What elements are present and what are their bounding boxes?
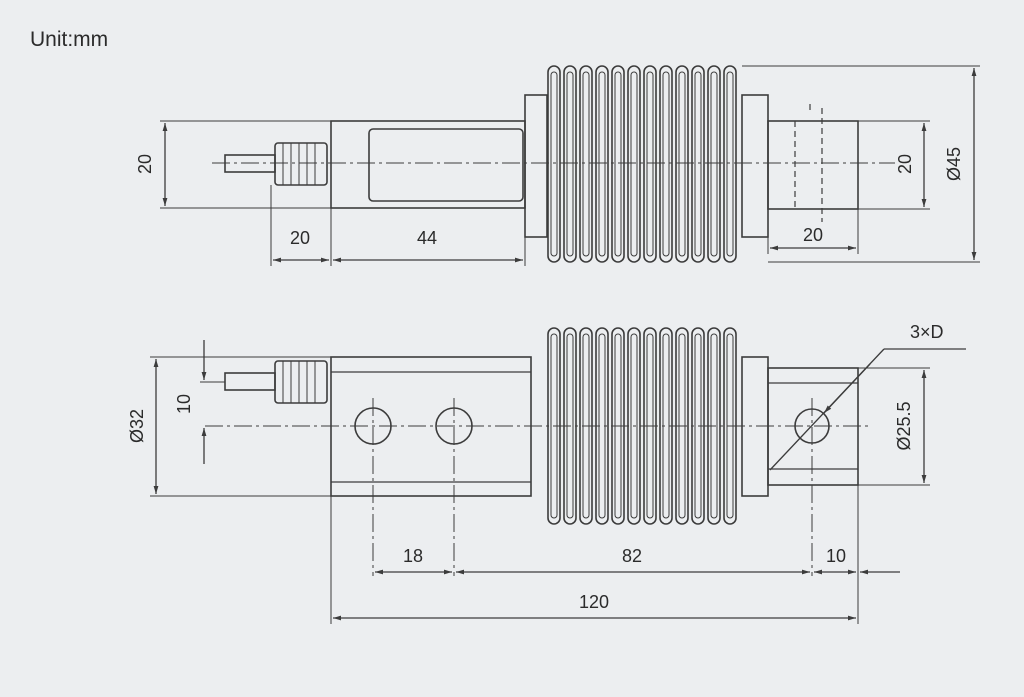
dim-label: 10 bbox=[174, 394, 194, 414]
bellows-fin bbox=[675, 65, 689, 263]
dim-side-hole-diameter: Ø25.5 bbox=[858, 367, 930, 486]
dim-side-hole-spacing: 18 bbox=[375, 546, 452, 575]
top-view: 20 20 44 20 20 bbox=[135, 65, 980, 266]
hole-callout: 3×D bbox=[910, 322, 944, 342]
bellows-fin-inner bbox=[598, 71, 606, 257]
dim-top-height-left: 20 bbox=[135, 120, 331, 209]
dim-label: 20 bbox=[803, 225, 823, 245]
bellows-fin-inner bbox=[566, 71, 574, 257]
bellows-fin bbox=[707, 65, 721, 263]
bellows-fin bbox=[595, 65, 609, 263]
dim-label: 120 bbox=[579, 592, 609, 612]
bellows-fin-inner bbox=[614, 71, 622, 257]
bellows-fin bbox=[563, 65, 577, 263]
dim-label: 20 bbox=[135, 154, 155, 174]
side-view: Ø32 10 Ø25.5 3×D 18 82 bbox=[127, 322, 966, 624]
top-bellows bbox=[547, 65, 737, 263]
hole-callout-leader: 3×D bbox=[769, 322, 966, 471]
dim-label: 82 bbox=[622, 546, 642, 566]
bellows-fin-inner bbox=[678, 71, 686, 257]
bellows-fin bbox=[723, 65, 737, 263]
bellows-fin bbox=[611, 65, 625, 263]
bellows-fin-inner bbox=[710, 71, 718, 257]
dim-top-end-height: 20 bbox=[858, 120, 930, 210]
dim-label: 20 bbox=[895, 154, 915, 174]
bellows-fin-inner bbox=[646, 71, 654, 257]
side-cable-connector bbox=[224, 360, 328, 404]
bellows-fin-inner bbox=[726, 71, 734, 257]
dim-label: 20 bbox=[290, 228, 310, 248]
dim-side-end-offset: 10 bbox=[814, 485, 900, 624]
dim-label: 10 bbox=[826, 546, 846, 566]
dim-label: Ø25.5 bbox=[894, 401, 914, 450]
top-main-body bbox=[330, 94, 548, 238]
dim-top-diameter: Ø45 bbox=[742, 65, 980, 263]
bellows-fin-inner bbox=[550, 71, 558, 257]
dim-side-total-length: 120 bbox=[330, 496, 856, 624]
dim-label: 18 bbox=[403, 546, 423, 566]
bellows-fin-inner bbox=[662, 71, 670, 257]
bellows-fin bbox=[547, 65, 561, 263]
bellows-fin bbox=[579, 65, 593, 263]
dim-side-offset: 10 bbox=[174, 340, 225, 464]
bellows-fin-inner bbox=[582, 71, 590, 257]
dim-label: 44 bbox=[417, 228, 437, 248]
bellows-fin-inner bbox=[630, 333, 638, 519]
unit-label: Unit:mm bbox=[30, 28, 109, 51]
bellows-fin bbox=[643, 65, 657, 263]
dim-label: Ø45 bbox=[944, 147, 964, 181]
dim-side-center-spacing: 82 bbox=[456, 546, 810, 575]
dim-top-end-len: 20 bbox=[767, 209, 859, 254]
top-right-block bbox=[741, 94, 859, 238]
dim-top-body-len: 44 bbox=[333, 228, 526, 266]
bellows-fin-inner bbox=[694, 71, 702, 257]
bellows-fin-inner bbox=[630, 71, 638, 257]
top-cable-connector bbox=[224, 142, 328, 186]
dim-label: Ø32 bbox=[127, 409, 147, 443]
dim-side-diameter-left: Ø32 bbox=[127, 356, 331, 497]
bellows-fin bbox=[691, 65, 705, 263]
bellows-fin bbox=[627, 65, 641, 263]
dim-top-cable-len: 20 bbox=[270, 185, 332, 266]
bellows-fin bbox=[659, 65, 673, 263]
